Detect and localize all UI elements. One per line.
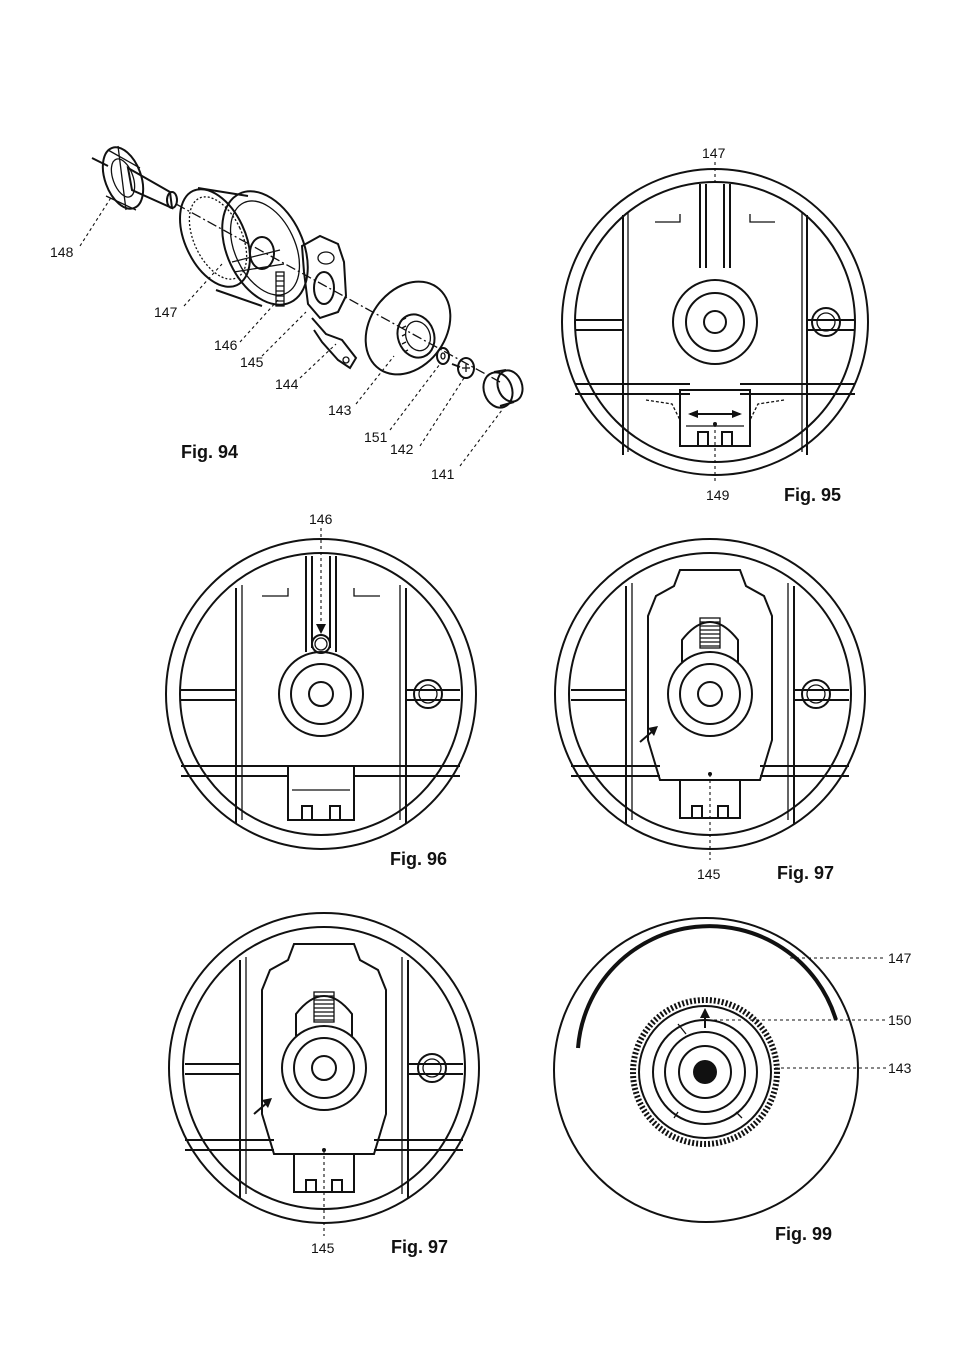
fig95-housing-view: 147 149 Fig. 95 bbox=[561, 145, 869, 505]
part-148-hub bbox=[91, 145, 178, 211]
label-147: 147 bbox=[154, 304, 178, 320]
label-143: 143 bbox=[888, 1060, 912, 1076]
label-150: 150 bbox=[888, 1012, 912, 1028]
label-144: 144 bbox=[275, 376, 299, 392]
part-146-spring bbox=[275, 271, 285, 307]
label-146: 146 bbox=[214, 337, 238, 353]
label-148: 148 bbox=[50, 244, 74, 260]
part-147-drum bbox=[179, 187, 309, 307]
label-151: 151 bbox=[364, 429, 388, 445]
caption-fig97b: Fig. 97 bbox=[391, 1237, 448, 1257]
part-141-knob bbox=[482, 369, 524, 409]
fig94-exploded-view: 148 147 146 145 144 143 151 142 141 Fig.… bbox=[50, 145, 524, 482]
label-149: 149 bbox=[706, 487, 730, 503]
fig96-housing-view: 146 Fig. 96 bbox=[165, 511, 477, 869]
label-145: 145 bbox=[240, 354, 264, 370]
part-143-disc bbox=[364, 280, 452, 376]
fig97-housing-view-a: 145 Fig. 97 bbox=[554, 538, 866, 883]
fig97-housing-view-b: 145 Fig. 97 bbox=[168, 912, 480, 1257]
label-147: 147 bbox=[888, 950, 912, 966]
label-143: 143 bbox=[328, 402, 352, 418]
caption-fig94: Fig. 94 bbox=[181, 442, 238, 462]
label-145: 145 bbox=[311, 1240, 335, 1256]
fig99-front-view: 147 150 143 Fig. 99 bbox=[553, 917, 912, 1244]
label-147: 147 bbox=[702, 145, 726, 161]
label-142: 142 bbox=[390, 441, 414, 457]
part-142-screw bbox=[451, 357, 475, 379]
label-146: 146 bbox=[309, 511, 333, 527]
label-141: 141 bbox=[431, 466, 455, 482]
caption-fig95: Fig. 95 bbox=[784, 485, 841, 505]
caption-fig96: Fig. 96 bbox=[390, 849, 447, 869]
part-151-washer bbox=[436, 347, 450, 365]
caption-fig99: Fig. 99 bbox=[775, 1224, 832, 1244]
label-145: 145 bbox=[697, 866, 721, 882]
caption-fig97a: Fig. 97 bbox=[777, 863, 834, 883]
part-145-lever bbox=[300, 234, 358, 370]
